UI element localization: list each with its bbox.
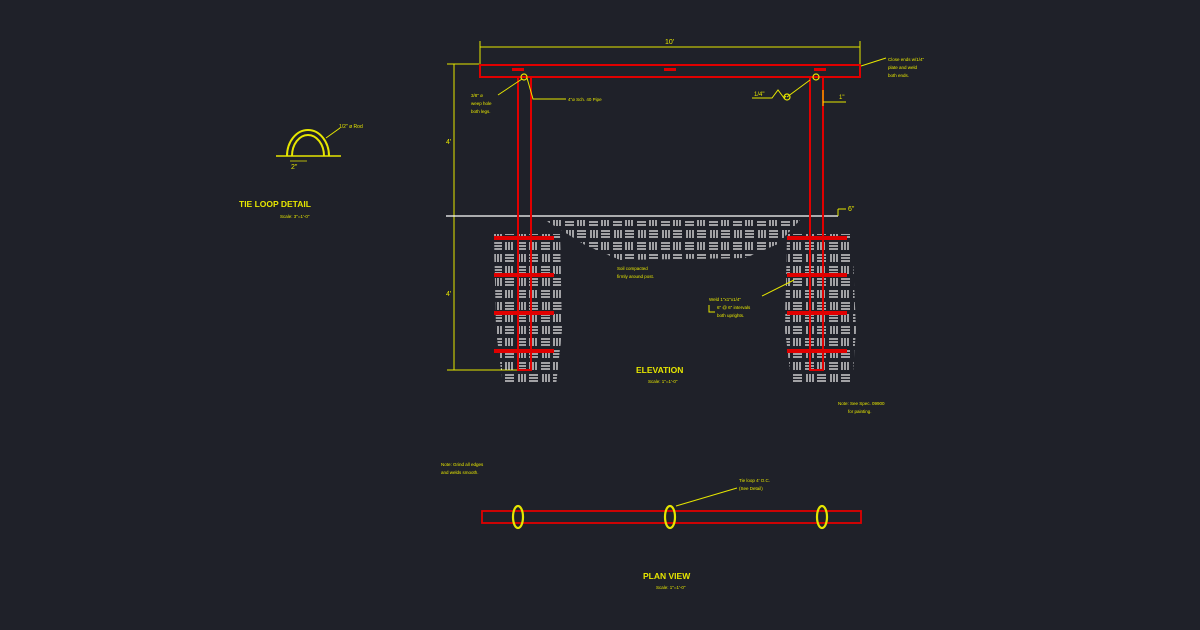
rail-tab-left xyxy=(512,68,524,71)
grade-dim-text: 6" xyxy=(848,206,855,213)
weld-leader xyxy=(786,79,811,98)
weld-all-around-icon xyxy=(783,93,791,101)
pipe-note: 4"ø Sch. 40 Pipe xyxy=(568,97,602,102)
plan-tie-loop-center xyxy=(663,504,677,530)
width-dimension xyxy=(479,41,861,65)
tie-loop-outer-arc xyxy=(286,129,330,157)
loop-note-leader xyxy=(675,487,738,507)
paint-note-line-1: Note: See Spec. 09900 xyxy=(838,401,885,406)
offset-dim-text: 1" xyxy=(839,95,844,101)
width-dim-text: 10' xyxy=(665,39,674,46)
elevation-scale: Scale: 1"=1'-0" xyxy=(648,379,678,384)
hole-note-line-2: weep hole xyxy=(471,101,492,106)
anchor-bars-right xyxy=(787,236,847,353)
cap-note-line-1: Close ends w/1/4" xyxy=(888,57,925,62)
hole-note-line-3: both legs. xyxy=(471,109,491,114)
soil-hatch-center xyxy=(545,220,800,260)
edge-note-line-2: and welds smooth. xyxy=(441,470,479,475)
edge-note-line-1: Note: Grind all edges xyxy=(441,462,484,467)
soil-hatch-right xyxy=(785,234,856,386)
tie-loop-title: TIE LOOP DETAIL xyxy=(239,199,311,209)
hole-note-leader xyxy=(497,78,523,96)
pipe-note-leader xyxy=(526,77,566,100)
weld-symbol xyxy=(752,89,787,99)
tie-loop-rod-note: 1/2" ø Rod xyxy=(339,124,363,130)
weld-note-leader xyxy=(761,279,795,297)
cap-note-line-3: both ends. xyxy=(888,73,909,78)
tie-loop-leader xyxy=(325,127,341,139)
paint-note-line-2: for painting. xyxy=(848,409,872,414)
soil-hatch-left xyxy=(494,234,562,386)
right-upright xyxy=(809,76,824,371)
weep-hole-left xyxy=(520,73,528,81)
plan-tie-loop-right xyxy=(815,504,829,530)
plan-scale: Scale: 1"=1'-0" xyxy=(656,585,686,590)
soil-note-line-2: firmly around post. xyxy=(617,274,654,279)
weld-note-line-3: both uprights. xyxy=(717,313,744,318)
cap-note-line-2: plate and weld xyxy=(888,65,918,70)
upper-height-dim: 4' xyxy=(446,139,451,146)
plan-rail xyxy=(481,510,862,524)
weld-note-symbol xyxy=(708,305,715,313)
plan-view: Note: Grind all edges and welds smooth. … xyxy=(441,462,862,590)
cap-note-leader xyxy=(860,57,887,67)
weld-note-line-2: 6" @ 6" intervals xyxy=(717,305,751,310)
weld-size: 1/4" xyxy=(754,92,764,98)
plan-tie-loop-left xyxy=(511,504,525,530)
tie-loop-detail: 1/2" ø Rod 2" TIE LOOP DETAIL Scale: 3"=… xyxy=(239,124,363,219)
elevation-title: ELEVATION xyxy=(636,365,683,375)
weep-hole-right xyxy=(812,73,820,81)
soil-note-line-1: Soil compacted xyxy=(617,266,648,271)
tie-loop-inner-arc xyxy=(291,134,325,157)
elevation-view: 10' 4' 4' 6" xyxy=(446,39,925,414)
hole-note-line-1: 3/8" ø xyxy=(471,93,483,98)
left-upright xyxy=(517,76,532,371)
top-rail xyxy=(479,64,861,78)
anchor-bars-left xyxy=(494,236,554,353)
rail-tab-center xyxy=(664,68,676,71)
tie-loop-scale: Scale: 3"=1'-0" xyxy=(280,214,310,219)
lower-height-dim: 4' xyxy=(446,291,451,298)
loop-note-line-2: (See Detail) xyxy=(739,486,763,491)
loop-note-line-1: Tie loop 4' O.C. xyxy=(739,478,770,483)
rail-tab-right xyxy=(814,68,826,71)
tie-loop-width-dim: 2" xyxy=(291,164,298,171)
weld-note-line-1: Weld 1"x1"x1/4" xyxy=(709,297,741,302)
plan-title: PLAN VIEW xyxy=(643,571,691,581)
